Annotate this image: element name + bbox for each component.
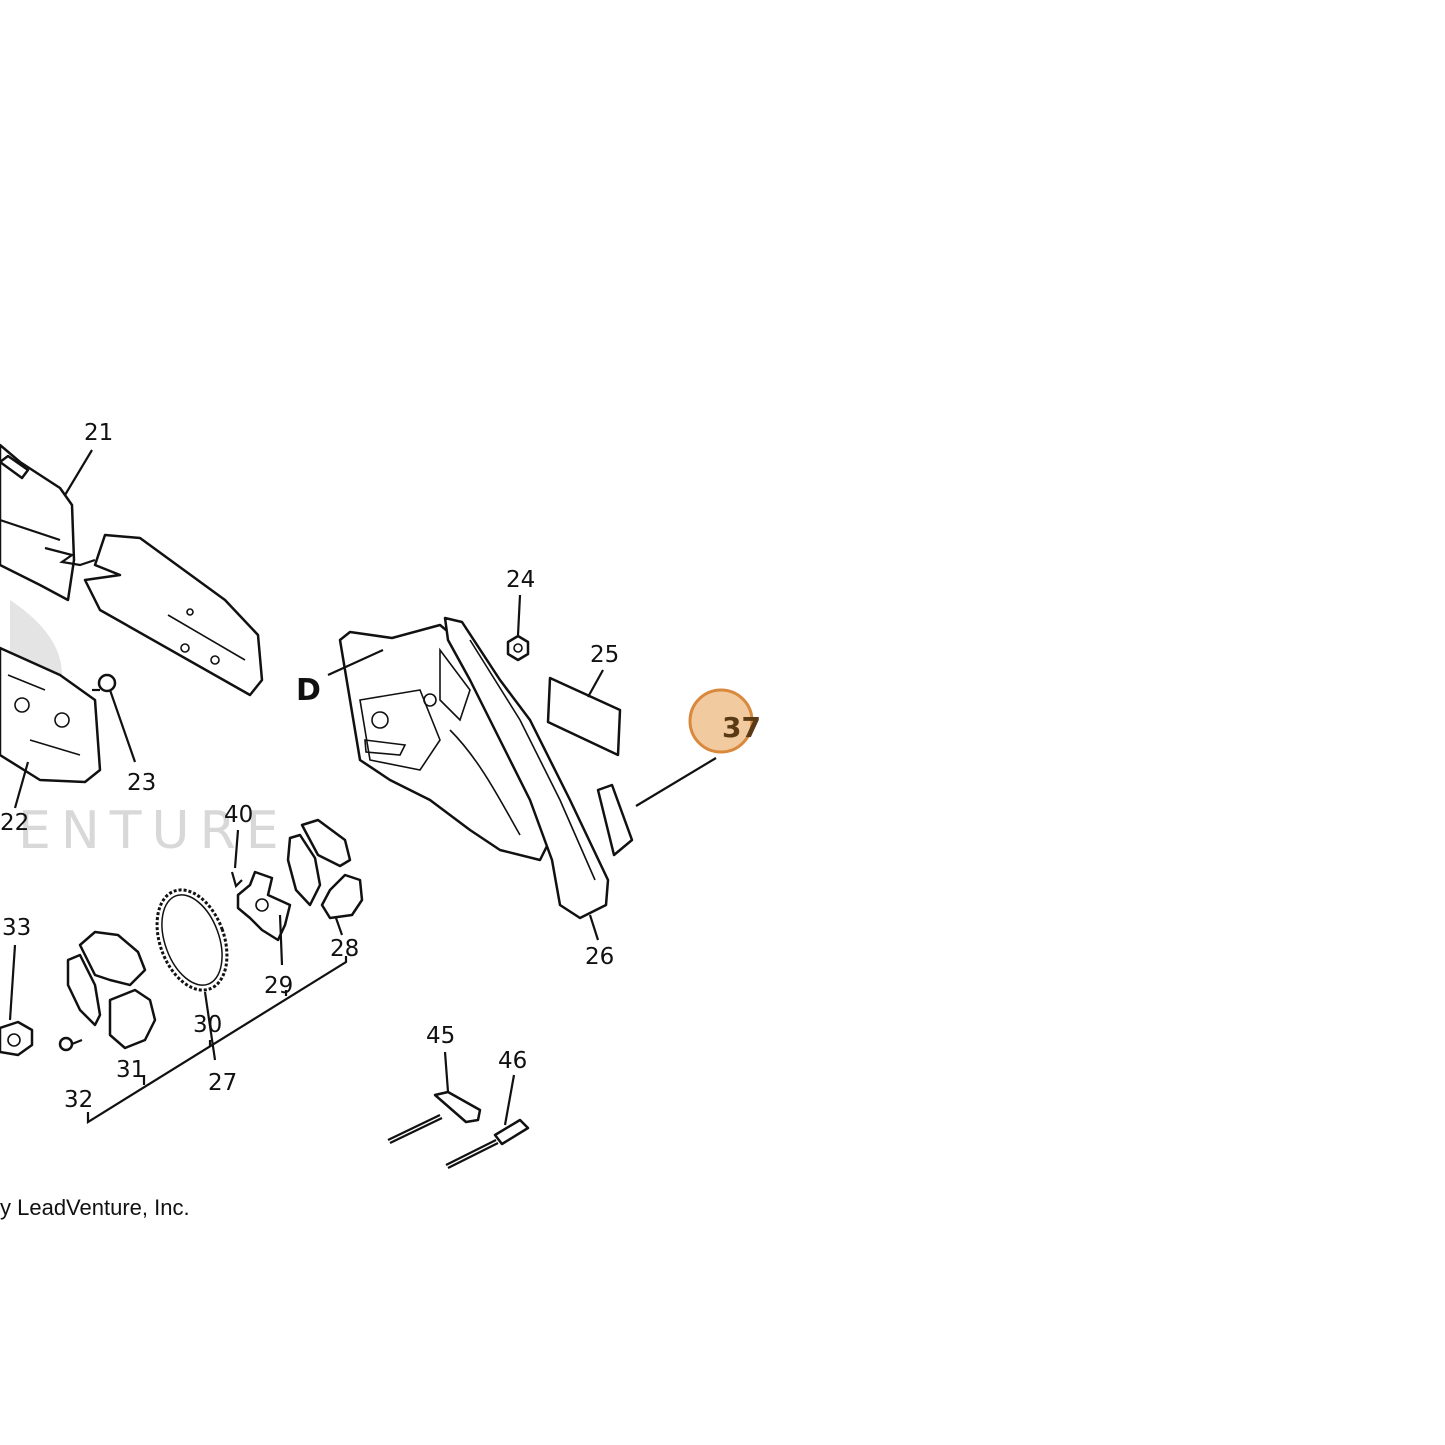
part-31-clutch-drum[interactable] bbox=[66, 930, 157, 1050]
label-31: 31 bbox=[116, 1057, 145, 1083]
label-d: D bbox=[296, 673, 321, 708]
part-21-chain[interactable] bbox=[0, 443, 96, 602]
part-26-handle[interactable] bbox=[443, 616, 610, 920]
part-29-clutch-spider[interactable] bbox=[236, 870, 292, 942]
watermark-text: ENTURE bbox=[18, 801, 289, 861]
part-32-bolt[interactable] bbox=[58, 1036, 83, 1052]
label-45: 45 bbox=[426, 1023, 455, 1049]
leader-lines bbox=[13, 449, 717, 1126]
label-28: 28 bbox=[330, 936, 359, 962]
part-45-wrench[interactable] bbox=[387, 1090, 482, 1144]
label-32: 32 bbox=[64, 1087, 93, 1113]
label-23: 23 bbox=[127, 770, 156, 796]
label-33: 33 bbox=[2, 915, 31, 941]
callout-37-label[interactable]: 37 bbox=[722, 711, 761, 744]
label-26: 26 bbox=[585, 944, 614, 970]
label-25: 25 bbox=[590, 642, 619, 668]
label-40: 40 bbox=[224, 802, 253, 828]
part-25-label[interactable] bbox=[546, 676, 622, 757]
part-22-cover[interactable] bbox=[0, 646, 102, 784]
part-33-nut[interactable] bbox=[0, 944, 34, 1057]
label-27: 27 bbox=[208, 1070, 237, 1096]
part-46-screwdriver[interactable] bbox=[445, 1118, 530, 1169]
label-46: 46 bbox=[498, 1048, 527, 1074]
label-24: 24 bbox=[506, 567, 535, 593]
part-40-clip[interactable] bbox=[230, 871, 243, 889]
copyright-text: y LeadVenture, Inc. bbox=[0, 1195, 190, 1220]
part-24-nut[interactable] bbox=[506, 634, 530, 662]
part-28-clutch-shoes[interactable] bbox=[286, 818, 364, 920]
label-21: 21 bbox=[84, 420, 113, 446]
label-29: 29 bbox=[264, 973, 293, 999]
callout-37-circle[interactable] bbox=[688, 688, 754, 754]
callout-37[interactable]: 37 bbox=[688, 688, 761, 754]
label-30: 30 bbox=[193, 1012, 222, 1038]
label-22: 22 bbox=[0, 810, 29, 836]
part-number-labels: 21 23 22 24 25 26 40 28 29 30 27 31 32 3… bbox=[0, 420, 619, 1113]
part-23-screw[interactable] bbox=[92, 673, 117, 693]
part-30-chain-ring[interactable] bbox=[144, 880, 240, 1000]
part-37-label[interactable] bbox=[596, 783, 634, 857]
guide-bar[interactable] bbox=[83, 533, 264, 697]
